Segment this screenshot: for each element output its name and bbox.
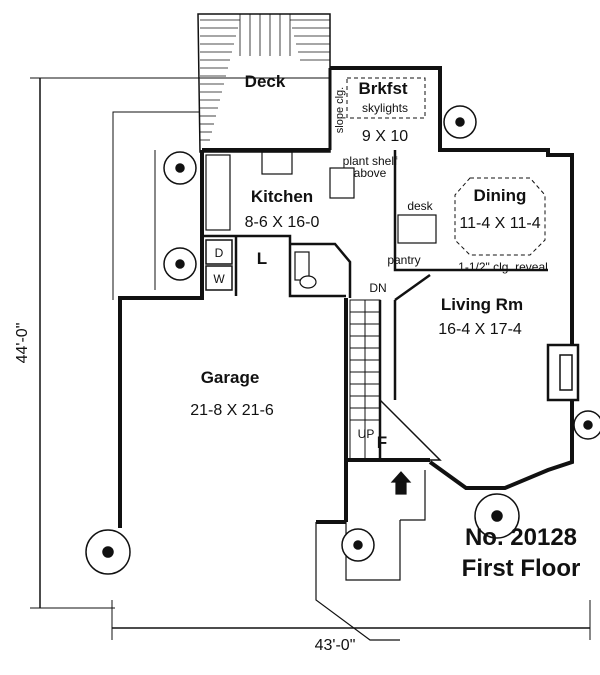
stair-up-label: UP bbox=[358, 427, 375, 441]
depth-label: 44'-0" bbox=[14, 323, 31, 364]
tree-5 bbox=[341, 528, 375, 562]
tree-7 bbox=[573, 410, 600, 440]
living-label: Living Rm bbox=[441, 295, 523, 314]
brkfst-slope: slope clg. bbox=[334, 87, 346, 133]
dining-reveal bbox=[454, 177, 546, 256]
living-size: 16-4 X 17-4 bbox=[438, 321, 522, 338]
kitchen-counters bbox=[205, 151, 437, 244]
stairs bbox=[349, 299, 442, 461]
dimension-depth: 44'-0" bbox=[14, 77, 330, 609]
deck-label: Deck bbox=[245, 72, 286, 91]
plan-number: No. 20128 bbox=[465, 524, 577, 551]
brkfst-note: skylights bbox=[362, 101, 408, 115]
tree-2 bbox=[163, 247, 197, 281]
kitchen-size: 8-6 X 16-0 bbox=[245, 214, 320, 231]
dining-note: 1-1/2" clg. reveal bbox=[458, 260, 548, 274]
fireplace bbox=[546, 343, 580, 402]
width-label: 43'-0" bbox=[315, 637, 356, 654]
laundry-appliances: D W bbox=[205, 239, 233, 291]
landscape-trees bbox=[85, 105, 600, 575]
powder-fixtures bbox=[294, 251, 317, 289]
plant-shelf-note-2: above bbox=[354, 166, 387, 180]
deck: Deck bbox=[197, 13, 331, 153]
desk-label: desk bbox=[407, 199, 433, 213]
brkfst-size: 9 X 10 bbox=[362, 128, 408, 145]
tree-3 bbox=[443, 105, 477, 139]
dimension-width: 43'-0" bbox=[111, 600, 591, 654]
washer-label: W bbox=[213, 272, 225, 286]
dining-label: Dining bbox=[474, 186, 527, 205]
stair-down-label: DN bbox=[369, 281, 386, 295]
front-porch bbox=[315, 470, 426, 641]
pantry-label: pantry bbox=[387, 253, 420, 267]
brkfst-label: Brkfst bbox=[358, 79, 407, 98]
brkfst-bay bbox=[328, 68, 442, 150]
side-yard bbox=[112, 111, 200, 300]
skylight-outline bbox=[346, 77, 426, 119]
plant-shelf-note: plant shelf bbox=[343, 154, 398, 168]
tree-4 bbox=[85, 529, 131, 575]
laundry-label: L bbox=[257, 249, 267, 268]
garage-label: Garage bbox=[201, 368, 260, 387]
dryer-label: D bbox=[215, 246, 224, 260]
tree-6 bbox=[474, 493, 520, 539]
floor-title: First Floor bbox=[462, 555, 581, 582]
tree-1 bbox=[163, 151, 197, 185]
kitchen-label: Kitchen bbox=[251, 187, 313, 206]
foyer-label: F bbox=[377, 433, 387, 452]
garage-size: 21-8 X 21-6 bbox=[190, 402, 274, 419]
dining-size: 11-4 X 11-4 bbox=[459, 215, 540, 232]
